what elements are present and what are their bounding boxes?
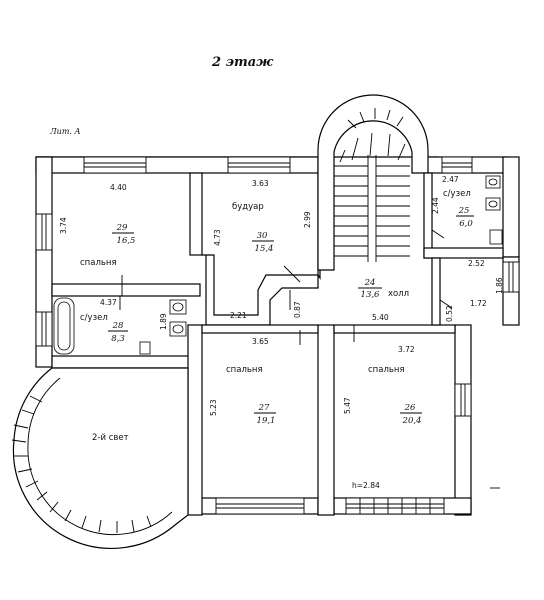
room-30: будуар 30 15,4 3.63 4.73 2.99 2.21 [213, 179, 312, 320]
room-28-number: 28 [112, 321, 124, 331]
dim-0-87: 0.87 [293, 301, 302, 318]
room-24-number: 24 [364, 278, 376, 288]
interior-walls [51, 172, 504, 516]
dim-5-23: 5.23 [209, 399, 218, 416]
right-wall-top [502, 156, 520, 258]
room-27-name: спальня [226, 365, 263, 375]
room-26: 3.72 спальня 26 20,4 5.47 h=2.84 [343, 345, 422, 490]
stair-steps [334, 132, 410, 262]
dim-5-47: 5.47 [343, 397, 352, 414]
room-25-area: 6,0 [459, 219, 473, 229]
fixtures [53, 175, 503, 355]
dim-4-37: 4.37 [100, 298, 117, 307]
second-light-bay [11, 367, 189, 549]
windows [35, 156, 520, 515]
stair-tower [317, 94, 429, 271]
right-wall-bottom [454, 324, 472, 516]
dim-2-44: 2.44 [431, 197, 440, 214]
doors [119, 229, 453, 345]
room-25-name: с/узел [443, 189, 471, 199]
room-30-number: 30 [257, 231, 268, 241]
room-24-name: холл [388, 289, 409, 299]
room-25-number: 25 [458, 206, 470, 216]
dim-3-65: 3.65 [252, 337, 269, 346]
room-25: 2.47 с/узел 25 6,0 2.44 [431, 175, 474, 229]
room-26-area: 20,4 [402, 416, 422, 426]
room-26-name: спальня [368, 365, 405, 375]
room-29-number: 29 [116, 223, 128, 233]
dim-0-52: 0.52 [445, 305, 454, 322]
dim-2-21: 2.21 [230, 311, 247, 320]
room-29: 29 16,5 спальня 4.40 3.74 [59, 183, 135, 268]
room-28-name: с/узел [80, 313, 108, 323]
room-24: 24 13,6 холл 2.52 1.86 1.72 0.52 5.40 0.… [293, 259, 504, 322]
room-26-number: 26 [404, 403, 416, 413]
room-30-area: 15,4 [255, 244, 274, 254]
dim-1-72: 1.72 [470, 299, 487, 308]
dim-3-63: 3.63 [252, 179, 269, 188]
dim-4-73: 4.73 [213, 229, 222, 246]
dim-2-52: 2.52 [468, 259, 485, 268]
second-light-label: 2-й свет [92, 433, 129, 443]
room-29-name: спальня [80, 258, 117, 268]
room-28-area: 8,3 [111, 334, 125, 344]
dim-2-99: 2.99 [303, 211, 312, 228]
room-24-area: 13,6 [361, 290, 381, 300]
dim-2-47: 2.47 [442, 175, 459, 184]
room-30-name: будуар [232, 202, 264, 212]
lit-label: Лит. А [49, 127, 81, 136]
room-29-area: 16,5 [117, 236, 136, 246]
room-27-area: 19,1 [257, 416, 276, 426]
dim-1-89: 1.89 [159, 313, 168, 330]
room-27: 3.65 спальня 27 19,1 5.23 [209, 337, 276, 426]
dim-3-74: 3.74 [59, 217, 68, 234]
dim-3-72: 3.72 [398, 345, 415, 354]
dim-5-40: 5.40 [372, 313, 389, 322]
height-note: h=2.84 [352, 481, 380, 490]
room-28: 4.37 с/узел 28 8,3 1.89 [80, 298, 168, 344]
dim-1-86: 1.86 [495, 277, 504, 294]
floor-title: 2 этаж [211, 55, 274, 70]
room-27-number: 27 [258, 403, 270, 413]
dim-4-40: 4.40 [110, 183, 127, 192]
